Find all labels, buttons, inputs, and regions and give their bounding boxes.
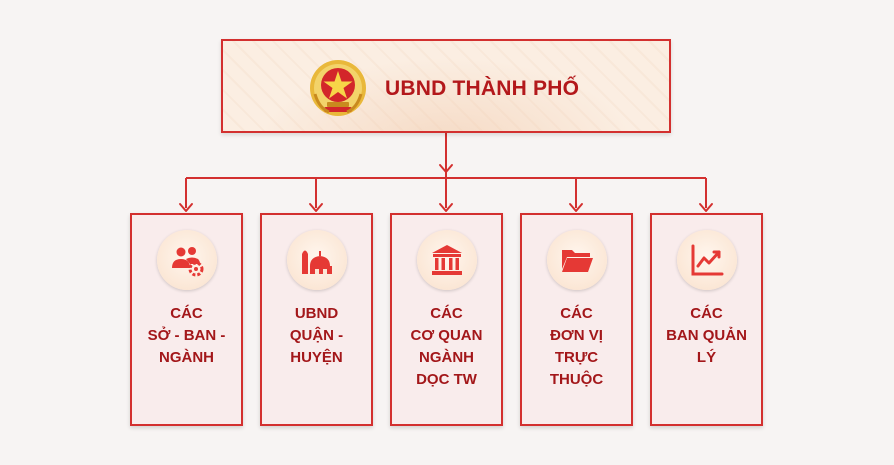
- unit-label-line: HUYỆN: [290, 349, 343, 366]
- unit-label: CÁC SỞ - BAN - NGÀNH: [132, 303, 241, 369]
- unit-label-line: QUẬN -: [289, 327, 344, 344]
- unit-icon-circle: [547, 230, 607, 290]
- mosque-building-icon: [302, 250, 332, 274]
- unit-label-line: ĐƠN VỊ: [550, 327, 603, 344]
- unit-label-line: DỌC TW: [416, 371, 477, 388]
- folder-open-icon: [562, 250, 593, 272]
- unit-label: CÁC ĐƠN VỊ TRỰC THUỘC: [522, 303, 631, 391]
- unit-label-line: CÁC: [430, 305, 463, 322]
- unit-label-line: CÁC: [560, 305, 593, 322]
- unit-label-line: THUỘC: [549, 371, 604, 388]
- unit-box-don-vi-truc-thuoc: CÁC ĐƠN VỊ TRỰC THUỘC: [520, 213, 633, 426]
- unit-box-ban-quan-ly: CÁC BAN QUẢN LÝ: [650, 213, 763, 426]
- unit-label-line: BAN QUẢN: [666, 327, 747, 344]
- unit-icon-circle: [417, 230, 477, 290]
- unit-label-line: CÁC: [690, 305, 723, 322]
- unit-label: UBND QUẬN - HUYỆN: [262, 303, 371, 369]
- people-gear-icon: [172, 247, 204, 277]
- unit-label-line: TRỰC: [554, 349, 599, 366]
- line-chart-icon: [691, 244, 724, 276]
- unit-label-line: SỞ - BAN -: [147, 327, 226, 344]
- unit-label: CÁC CƠ QUAN NGÀNH DỌC TW: [392, 303, 501, 391]
- unit-icon-circle: [287, 230, 347, 290]
- unit-label-line: CÁC: [170, 305, 203, 322]
- unit-label-line: NGÀNH: [159, 349, 214, 366]
- unit-icon-circle: [157, 230, 217, 290]
- unit-box-ubnd-quan-huyen: UBND QUẬN - HUYỆN: [260, 213, 373, 426]
- unit-label-line: CƠ QUAN: [410, 327, 483, 344]
- unit-label-line: UBND: [294, 305, 339, 322]
- unit-label-line: LÝ: [696, 349, 717, 366]
- government-building-icon: [432, 245, 462, 275]
- national-emblem-icon: [310, 60, 366, 116]
- unit-label-line: NGÀNH: [419, 349, 474, 366]
- root-node: UBND THÀNH PHỐ: [221, 39, 671, 133]
- root-title: UBND THÀNH PHỐ: [385, 77, 580, 100]
- unit-box-so-ban-nganh: CÁC SỞ - BAN - NGÀNH: [130, 213, 243, 426]
- unit-box-co-quan-nganh-doc: CÁC CƠ QUAN NGÀNH DỌC TW: [390, 213, 503, 426]
- unit-label: CÁC BAN QUẢN LÝ: [652, 303, 761, 369]
- unit-icon-circle: [677, 230, 737, 290]
